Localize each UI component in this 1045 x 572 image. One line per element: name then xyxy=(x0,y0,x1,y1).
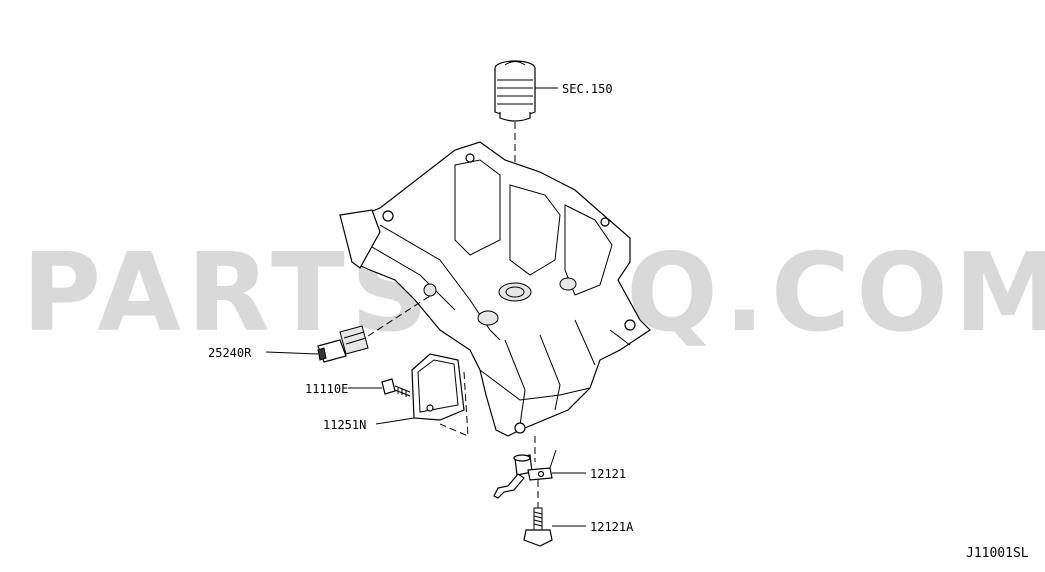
bolt-12121a-part[interactable] xyxy=(523,507,553,547)
oil-filter-part[interactable] xyxy=(494,60,536,122)
oil-pipe-12121-part[interactable] xyxy=(493,449,557,499)
callout-12121: 12121 xyxy=(590,467,626,481)
oil-pressure-switch-part[interactable] xyxy=(317,325,369,363)
callout-11251n: 11251N xyxy=(323,418,366,432)
callout-11110e: 11110E xyxy=(305,382,348,396)
callout-12121a: 12121A xyxy=(590,520,634,534)
callout-sec150: SEC.150 xyxy=(562,82,613,96)
bolt-11110e-part[interactable] xyxy=(381,378,411,397)
callout-25240r: 25240R xyxy=(208,346,252,360)
oil-pan-part[interactable] xyxy=(339,141,651,437)
bracket-11251n-part[interactable] xyxy=(411,353,465,421)
diagram-code: J11001SL xyxy=(966,546,1029,561)
